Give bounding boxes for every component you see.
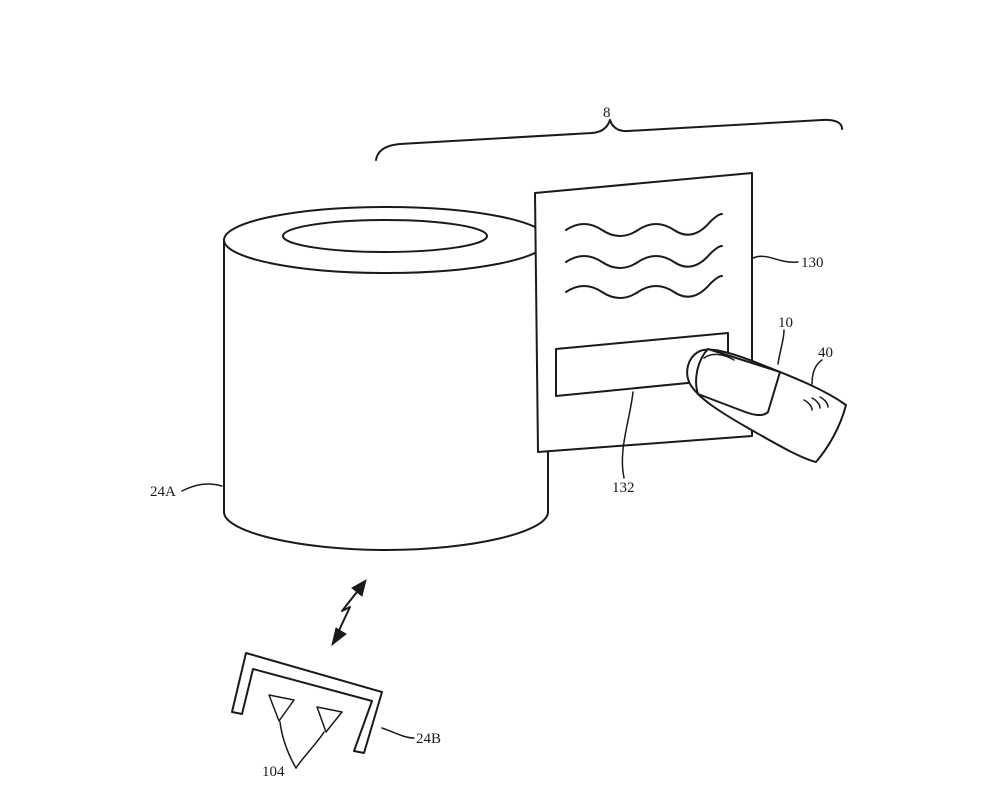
housing-device bbox=[231, 652, 383, 754]
label-finger: 40 bbox=[818, 345, 833, 361]
text-line-3 bbox=[565, 275, 723, 299]
label-components: 104 bbox=[262, 764, 285, 780]
triangle-left bbox=[268, 694, 295, 722]
text-line-2 bbox=[565, 245, 723, 269]
text-line-1 bbox=[565, 213, 723, 237]
label-device-a: 24A bbox=[150, 484, 176, 500]
leader-lines bbox=[181, 255, 823, 769]
label-display-region: 132 bbox=[612, 480, 635, 496]
leader-device-b bbox=[381, 727, 415, 739]
leader-display bbox=[752, 255, 799, 263]
label-device-b: 24B bbox=[416, 731, 441, 747]
knuckle-line-2 bbox=[811, 397, 821, 409]
label-finger-device: 10 bbox=[778, 315, 793, 331]
triangle-right bbox=[316, 706, 343, 733]
leader-finger bbox=[811, 359, 823, 385]
knuckle-line-1 bbox=[803, 399, 813, 411]
wireless-link bbox=[331, 578, 367, 647]
leader-components-2 bbox=[295, 731, 325, 769]
system-bracket: 8 bbox=[375, 105, 843, 161]
leader-components-1 bbox=[279, 721, 297, 769]
cylinder-device bbox=[223, 206, 549, 551]
leader-region bbox=[621, 391, 634, 479]
leader-device-a bbox=[181, 483, 223, 492]
leader-finger-device bbox=[777, 329, 785, 365]
component-triangles bbox=[268, 694, 343, 733]
label-system: 8 bbox=[603, 105, 611, 121]
label-display: 130 bbox=[801, 255, 824, 271]
knuckle-line-3 bbox=[819, 396, 829, 408]
finger-device bbox=[695, 348, 781, 417]
